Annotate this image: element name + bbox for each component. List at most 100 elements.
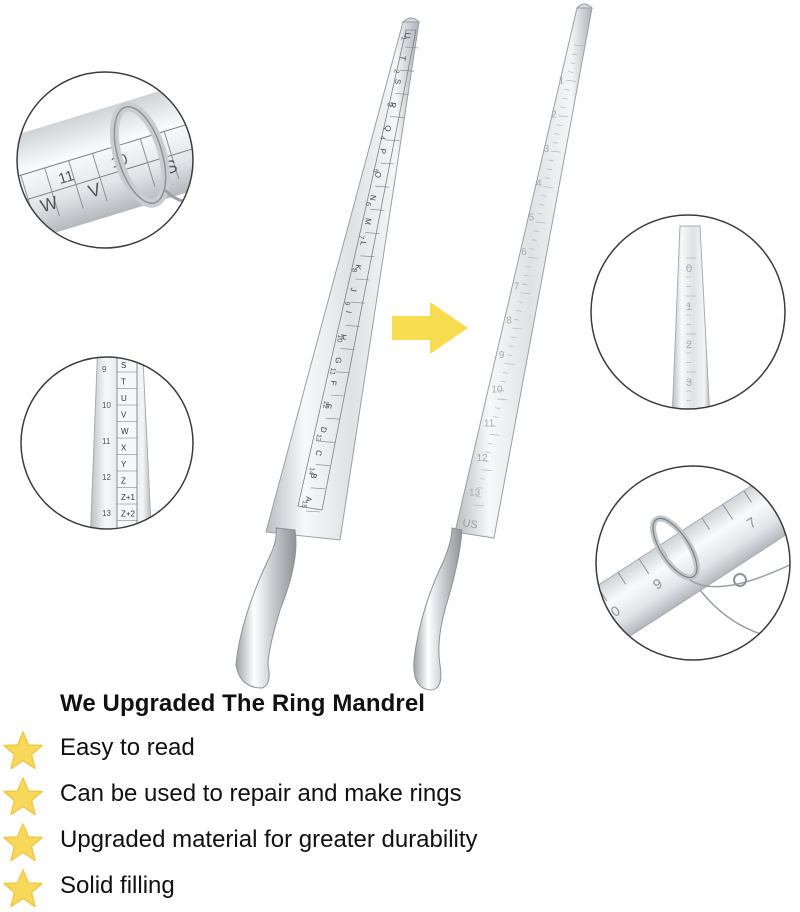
mandrel-old-tick — [320, 441, 335, 443]
star-icon — [3, 777, 43, 816]
mandrel-old-number: 12 — [321, 400, 329, 409]
mandrel-old-number: 1 — [399, 36, 407, 41]
mandrel-old-letter: R — [388, 101, 398, 108]
zoom-old-scale-letter: T — [121, 378, 126, 387]
mandrel-old-ticks: UTSRQPONMLKJIHGFEDCBA1514131211109876543… — [300, 32, 420, 513]
mandrel-old-letter: L — [358, 241, 368, 247]
mandrel-old-letter: U — [403, 32, 413, 39]
mandrel-old-number: 7 — [357, 235, 365, 240]
mandrel-old-number: 11 — [328, 367, 336, 375]
mandrel-new-tick — [533, 230, 539, 233]
mandrel-new-tick — [556, 124, 562, 126]
mandrel-old-letter: K — [353, 264, 363, 271]
mandrel-old-tip — [401, 17, 421, 23]
mandrel-new-tip — [575, 3, 594, 9]
mandrel-new-tick — [548, 159, 555, 162]
mandrel-old-number: 14 — [307, 467, 315, 476]
mandrel-old-tick — [360, 255, 375, 258]
mandrel-new-tick — [570, 62, 576, 65]
mandrel-new-tick — [523, 274, 530, 277]
feature-label: Can be used to repair and make rings — [60, 780, 462, 807]
features-heading: We Upgraded The Ring Mandrel — [60, 690, 426, 717]
mandrel-new-number: 3 — [544, 144, 550, 155]
mandrel-new-tick — [547, 168, 553, 171]
feature-item: Upgraded material for greater durability — [0, 822, 800, 866]
mandrel-new-tick — [573, 44, 585, 47]
mandrel-new-tick — [512, 327, 523, 330]
feature-item: Solid filling — [0, 868, 800, 912]
mandrel-new-tick — [541, 195, 547, 197]
mandrel-new-tick — [552, 141, 558, 144]
mandrel-old-letter: A — [304, 496, 314, 503]
mandrel-old-tick — [305, 510, 321, 513]
mandrel-new-number: 6 — [521, 247, 527, 258]
mandrel-new-tick — [564, 88, 570, 91]
mandrel-old-tick — [340, 348, 355, 350]
zoom-old-scale-letter: Z — [121, 477, 126, 486]
mandrel-new-tick — [514, 318, 520, 321]
mandrel-new-number: 8 — [506, 316, 512, 327]
svg-text:11: 11 — [56, 167, 76, 188]
mandrel-old-tick — [370, 209, 385, 211]
mandrel-new-tick — [500, 380, 506, 383]
mandrel-new-unit-label: US — [461, 517, 478, 531]
mandrel-old-letter: N — [368, 194, 378, 201]
mandrel-new-tick — [483, 460, 489, 463]
mandrel-new-tick — [498, 389, 505, 392]
zoom-old-scale-letter: U — [121, 394, 127, 403]
mandrel-old-tick — [315, 464, 330, 466]
mandrel-old-number: 5 — [371, 168, 379, 173]
mandrel-new-tick — [502, 371, 508, 374]
mandrel-old-tick — [365, 232, 380, 234]
zoom-new-tip-number: 2 — [686, 339, 692, 351]
zoom-old-scale-number: 11 — [102, 437, 111, 446]
zoom-new-tip-number: 1 — [686, 301, 692, 313]
mandrel-old-letter: F — [329, 380, 339, 386]
mandrel-old-body — [265, 21, 420, 541]
svg-text:V: V — [86, 179, 103, 202]
mandrel-new-tick — [489, 433, 500, 436]
zoom-old-scale-letter: Y — [121, 460, 127, 469]
zoom-old-scale-letter: Z+2 — [121, 510, 136, 519]
mandrel-new-tick — [510, 336, 516, 339]
mandrel-old-number: 9 — [343, 301, 351, 306]
mandrel-old-tick — [330, 394, 345, 397]
arrow-icon — [392, 302, 468, 354]
mandrel-new-tick — [554, 133, 560, 135]
mandrel-old-letter: E — [324, 403, 334, 410]
mandrel-old-letter: D — [318, 426, 328, 433]
mandrel-new-tick — [493, 416, 499, 418]
mandrel-old-tick — [400, 69, 415, 72]
mandrel-old-scale — [297, 29, 417, 511]
mandrel-old-handle — [235, 527, 297, 689]
mandrel-new-handle — [413, 527, 463, 691]
mandrel-new-tick — [539, 203, 545, 206]
mandrel-old-tick — [345, 325, 360, 327]
mandrel-new-tick — [497, 398, 508, 401]
mandrel-old-number: 2 — [392, 69, 400, 74]
zoom-old-scale-letter: Z+1 — [121, 493, 136, 502]
mandrel-new-tick — [506, 354, 512, 356]
mandrel-new-tick — [520, 292, 531, 295]
star-icon — [3, 823, 43, 862]
mandrel-new-number: 10 — [491, 384, 503, 395]
zoom-old-scale-letter: W — [121, 427, 129, 436]
mandrel-new-number: 11 — [484, 419, 495, 430]
feature-item: Can be used to repair and make rings — [0, 776, 800, 820]
mandrel-new-number: 1 — [559, 75, 565, 86]
mandrel-new-tick — [504, 363, 515, 365]
mandrel-new-tick — [558, 115, 569, 118]
mandrel-old-number: 15 — [300, 500, 308, 509]
mandrel-old-tick — [390, 116, 405, 118]
mandrel-old-letter: G — [333, 357, 343, 365]
mandrel-new-number: 5 — [529, 213, 535, 224]
mandrel-new-tick — [531, 239, 537, 241]
mandrel-new-tick — [543, 186, 554, 188]
mandrel-old-number: 3 — [385, 102, 393, 107]
mandrel-new-tick — [545, 177, 551, 180]
mandrel-old-letter: Q — [383, 125, 393, 133]
zoom-new-tip-number: 0 — [686, 263, 692, 275]
